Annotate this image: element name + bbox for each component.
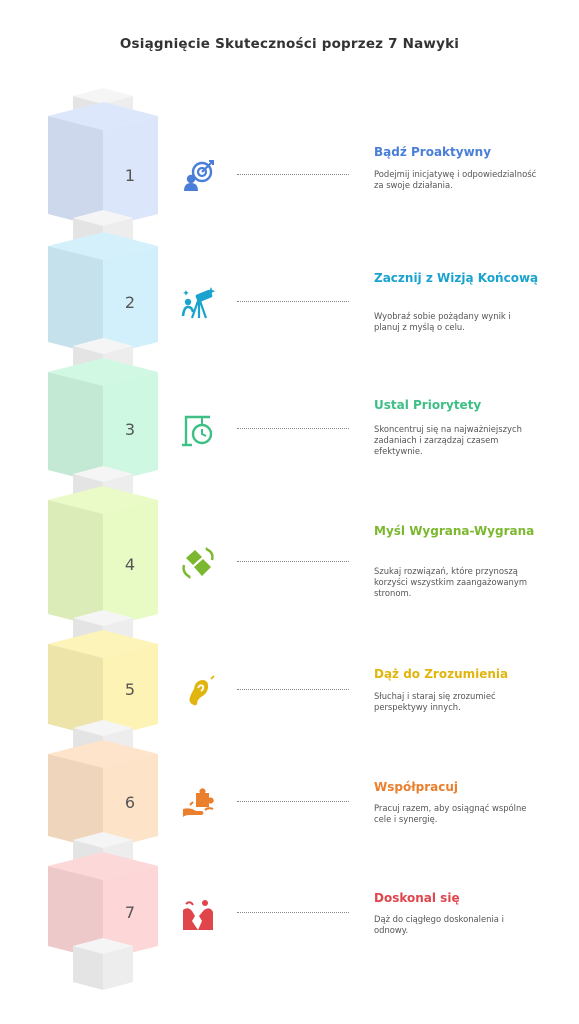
small-cube-2-top	[73, 338, 133, 354]
habit-description: Wyobraź sobie pożądany wynik i planuj z …	[374, 311, 511, 332]
cube-2-top-face	[48, 232, 158, 260]
growth-icon	[183, 900, 213, 930]
puzzle-hands-icon	[183, 788, 214, 817]
habit-description: Skoncentruj się na najważniejszych zadan…	[374, 424, 522, 456]
step-number: 6	[124, 793, 136, 812]
dotted-connector	[237, 689, 349, 690]
telescope-icon	[180, 285, 216, 321]
target-icon	[180, 158, 216, 194]
cube-2-right-face	[103, 246, 158, 356]
dotted-connector	[237, 174, 349, 175]
cube-1-top-face	[48, 102, 158, 130]
habit-title: Dąż do Zrozumienia	[374, 667, 509, 681]
step-number: 3	[124, 420, 136, 439]
page-title: Osiągnięcie Skuteczności poprzez 7 Nawyk…	[119, 36, 460, 52]
growth-icon	[180, 896, 216, 932]
step-number: 4	[124, 555, 136, 574]
cube-5-left-face	[48, 644, 103, 738]
cube-4-top-face	[48, 486, 158, 514]
habit-description: Dąż do ciągłego doskonalenia i odnowy.	[374, 914, 504, 935]
small-cube-8-left	[73, 946, 103, 990]
cube-5-right-face	[103, 644, 158, 738]
habit-title: Doskonal się	[374, 891, 460, 905]
habit-description: Podejmij inicjatywę i odpowiedzialność z…	[374, 169, 537, 190]
handshake-icon	[182, 547, 214, 579]
ear-icon	[189, 675, 215, 706]
target-icon	[184, 160, 214, 191]
puzzle-hands-icon	[180, 785, 216, 821]
habit-description: Pracuj razem, aby osiągnąć wspólne cele …	[374, 803, 527, 824]
cube-3-left-face	[48, 372, 103, 484]
cube-1-right-face	[103, 116, 158, 228]
dotted-connector	[237, 801, 349, 802]
ear-icon	[180, 673, 216, 709]
small-cube-6-top	[73, 832, 133, 848]
habit-description: Słuchaj i staraj się zrozumieć perspekty…	[374, 691, 496, 712]
cube-1-left-face	[48, 116, 103, 228]
cube-7-right-face	[103, 866, 158, 960]
small-cube-5-top	[73, 720, 133, 736]
step-number: 5	[124, 680, 136, 699]
cube-7-top-face	[48, 852, 158, 880]
habit-title: Myśl Wygrana-Wygrana	[374, 524, 535, 538]
cube-5-top-face	[48, 630, 158, 658]
clock-sign-icon	[180, 412, 216, 448]
cube-6-right-face	[103, 754, 158, 850]
cube-7-left-face	[48, 866, 103, 960]
cube-4-left-face	[48, 500, 103, 628]
cube-6-left-face	[48, 754, 103, 850]
small-cube-0-top	[73, 88, 133, 104]
habit-description: Szukaj rozwiązań, które przynoszą korzyś…	[374, 566, 527, 598]
step-number: 7	[124, 903, 136, 922]
habit-title: Ustal Priorytety	[374, 398, 482, 412]
small-cube-8-right	[103, 946, 133, 990]
habit-title: Bądź Proaktywny	[374, 145, 492, 159]
step-number: 2	[124, 293, 136, 312]
small-cube-4-top	[73, 610, 133, 626]
cube-2-left-face	[48, 246, 103, 356]
cube-3-right-face	[103, 372, 158, 484]
cube-4-right-face	[103, 500, 158, 628]
dotted-connector	[237, 561, 349, 562]
habit-title: Zacznij z Wizją Końcową	[374, 271, 539, 285]
clock-sign-icon	[182, 415, 213, 447]
handshake-icon	[180, 545, 216, 581]
small-cube-8-top	[73, 938, 133, 954]
small-cube-3-top	[73, 466, 133, 482]
habit-title: Współpracuj	[374, 780, 459, 794]
dotted-connector	[237, 428, 349, 429]
dotted-connector	[237, 912, 349, 913]
telescope-icon	[181, 287, 216, 319]
step-number: 1	[124, 166, 136, 185]
cube-6-top-face	[48, 740, 158, 768]
cube-3-top-face	[48, 358, 158, 386]
small-cube-1-top	[73, 210, 133, 226]
dotted-connector	[237, 301, 349, 302]
